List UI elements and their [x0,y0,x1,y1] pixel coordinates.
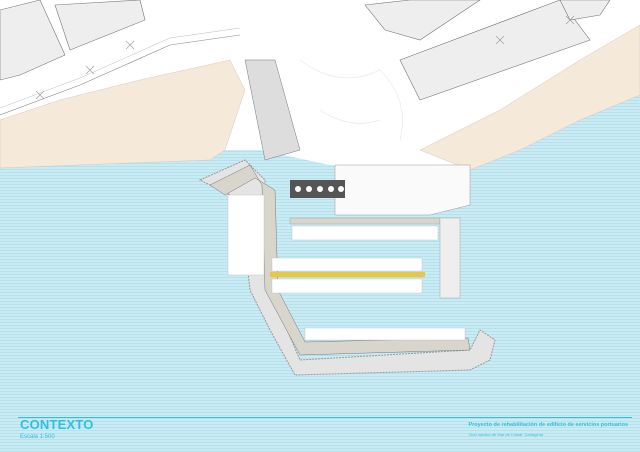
pontoon-1 [289,217,441,225]
buildings-top-left [0,0,146,81]
building-openings [295,186,344,192]
client-name: Club náutico de Mar de Cristal. Cartagen… [468,432,544,437]
project-info: Proyecto de rehabilitación de edificio d… [468,422,628,437]
boats [227,194,466,341]
title-rule [18,417,632,418]
palm-trees [35,15,575,100]
drawing-scale: Escala 1:500 [20,434,55,440]
terrain-contours [299,59,403,141]
promenade-edge [0,27,241,109]
access-ramp [244,59,301,161]
buildings-top-right [364,0,611,101]
drawing-title: CONTEXTO [20,417,94,432]
main-pier [209,164,471,356]
beach-right [419,24,640,171]
promenade [0,34,241,116]
project-name: Proyecto de rehabilitación de edificio d… [468,422,628,428]
parking-area [334,164,471,216]
beach-left [0,59,246,169]
pontoon-2 [270,272,425,277]
east-pier [439,217,461,299]
